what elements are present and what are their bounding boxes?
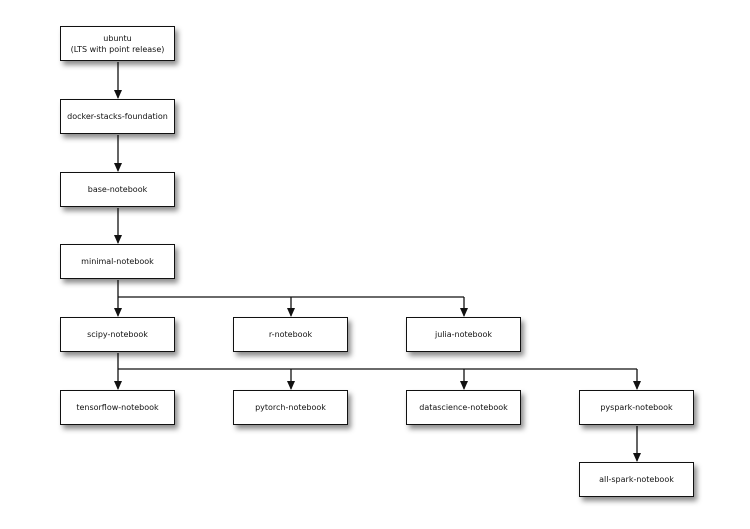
node-all-spark-notebook: all-spark-notebook: [579, 462, 694, 497]
node-ubuntu-label: ubuntu: [103, 33, 132, 43]
node-julia-notebook: julia-notebook: [406, 317, 521, 352]
node-pyspark-notebook: pyspark-notebook: [579, 390, 694, 425]
node-tensorflow-notebook: tensorflow-notebook: [60, 390, 175, 425]
node-base-notebook: base-notebook: [60, 172, 175, 207]
node-datascience-notebook-label: datascience-notebook: [419, 403, 508, 412]
node-minimal-notebook: minimal-notebook: [60, 244, 175, 279]
node-r-notebook: r-notebook: [233, 317, 348, 352]
node-tensorflow-notebook-label: tensorflow-notebook: [76, 403, 159, 412]
node-minimal-notebook-label: minimal-notebook: [81, 257, 154, 266]
node-r-notebook-label: r-notebook: [268, 330, 313, 339]
node-ubuntu-sublabel: (LTS with point release): [70, 44, 165, 54]
node-scipy-notebook: scipy-notebook: [60, 317, 175, 352]
node-pyspark-notebook-label: pyspark-notebook: [600, 403, 673, 412]
node-datascience-notebook: datascience-notebook: [406, 390, 521, 425]
node-pytorch-notebook-label: pytorch-notebook: [255, 403, 326, 412]
node-pytorch-notebook: pytorch-notebook: [233, 390, 348, 425]
node-scipy-notebook-label: scipy-notebook: [87, 330, 148, 339]
node-base-notebook-label: base-notebook: [87, 185, 148, 194]
node-ubuntu: ubuntu (LTS with point release): [60, 26, 175, 61]
node-docker-stacks-foundation: docker-stacks-foundation: [60, 99, 175, 134]
node-docker-stacks-foundation-label: docker-stacks-foundation: [67, 112, 168, 121]
node-julia-notebook-label: julia-notebook: [434, 330, 493, 339]
node-all-spark-notebook-label: all-spark-notebook: [599, 475, 674, 484]
